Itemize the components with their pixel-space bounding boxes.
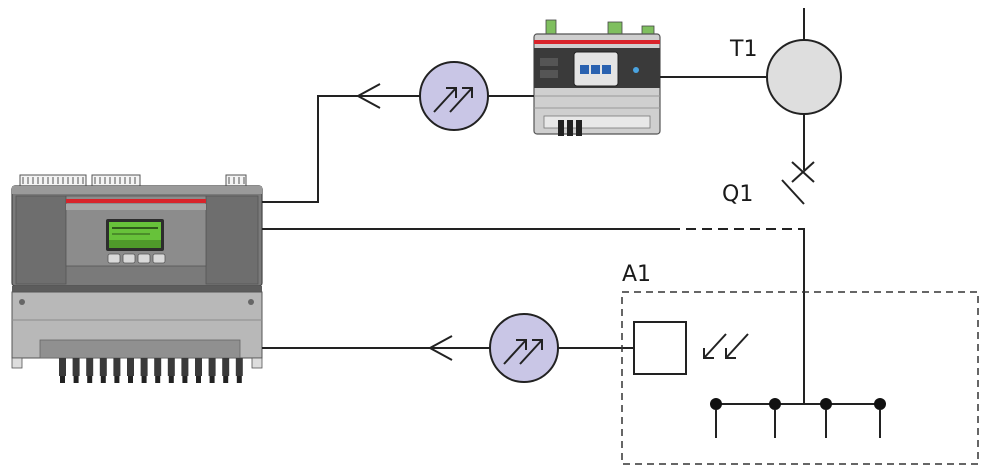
fiber-connector [181,358,189,383]
busbar-node [710,398,722,410]
busbar-node [874,398,886,410]
fiber-connector [86,358,94,383]
arc-light-emission-icon [703,333,749,359]
busbar-taps [710,398,886,438]
breaker-cross-b [791,161,815,183]
relay-terminal-ticks [22,177,245,184]
double-arrow-light-icon [503,339,543,365]
sensor-unit-led [633,67,639,73]
switchgear-enclosure [621,291,979,465]
busbar-node [769,398,781,410]
fiber-connector [72,358,80,383]
label-breaker: Q1 [722,182,753,207]
arc-detector-box [633,321,687,375]
fiber-connector [113,358,121,383]
relay-keypad [107,253,166,264]
busbar [710,398,886,438]
fiber-connector [235,358,243,383]
light-sensor-bottom [489,313,559,383]
current-sensor-unit [533,19,661,136]
fiber-connector [208,358,216,383]
busbar-node [820,398,832,410]
fiber-connector [140,358,148,383]
fiber-connector [127,358,134,383]
fiber-connector [59,358,66,383]
double-arrow-light-icon [433,87,473,113]
relay-top-terminals [19,174,247,187]
arrow-chevron-top [355,83,381,109]
light-sensor-top [419,61,489,131]
fiber-connector [222,358,230,383]
arrow-chevron-bottom [427,335,453,361]
transformer-symbol [766,39,842,115]
relay-red-stripe [66,199,206,203]
relay-fiber-connectors [59,358,243,383]
label-transformer: T1 [729,37,757,62]
label-area: A1 [622,262,651,287]
fiber-connector [99,358,107,383]
fiber-connector [154,358,162,383]
fiber-connector [167,358,175,383]
fiber-connector [195,358,202,383]
wiring [262,8,815,404]
main-relay-unit [11,174,263,383]
